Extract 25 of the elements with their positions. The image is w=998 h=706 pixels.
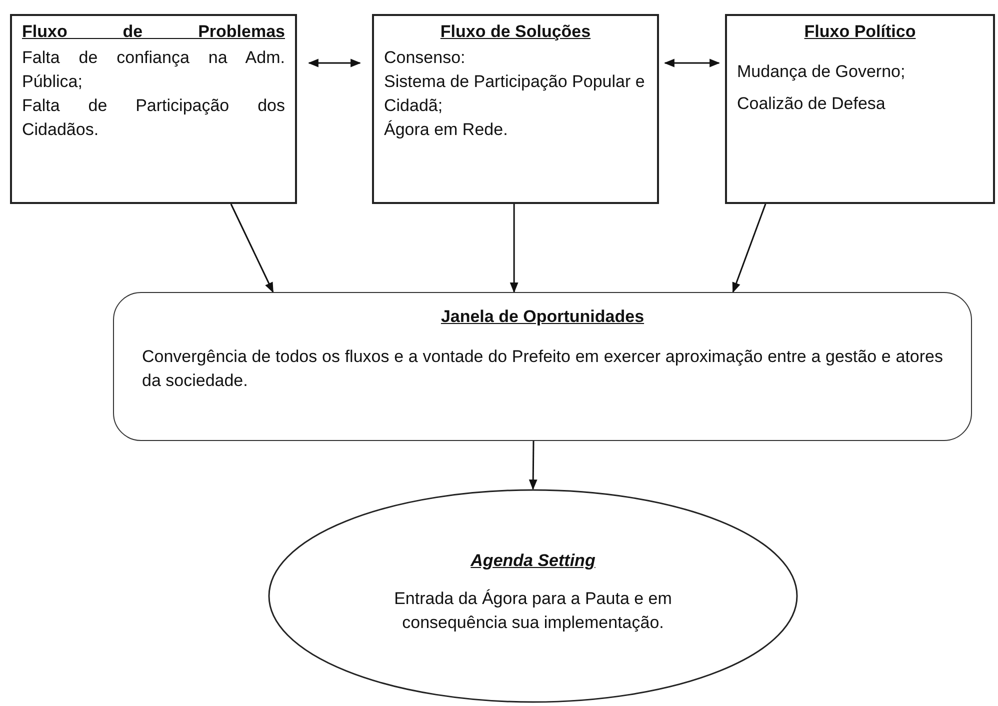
agenda-heading: Agenda Setting xyxy=(470,551,596,571)
political-stream-heading: Fluxo Político xyxy=(803,22,917,42)
arrow xyxy=(732,204,766,293)
problem-item: Falta de confiança na Adm. Pública; xyxy=(22,47,285,93)
solution-item: Ágora em Rede. xyxy=(384,119,509,141)
solution-item: Sistema de Participação Popular e Cidadã; xyxy=(384,71,646,117)
arrow xyxy=(230,204,274,293)
process-box xyxy=(10,14,297,204)
outcome-ellipse xyxy=(268,489,798,703)
problem-item: Falta de Participação dos Cidadãos. xyxy=(22,95,285,141)
arrow xyxy=(664,58,720,68)
rounded-process-box xyxy=(113,292,972,441)
window-description: Convergência de todos os fluxos e a vontade do Prefeito em exercer aproximação entre a gestão e atores da sociedade. xyxy=(142,346,943,392)
arrow xyxy=(308,58,362,68)
arrow xyxy=(528,441,538,490)
problem-stream-heading: Fluxo de Problemas xyxy=(22,22,285,42)
window-heading: Janela de Oportunidades xyxy=(440,307,646,327)
arrow xyxy=(510,204,518,294)
process-box xyxy=(372,14,659,204)
political-item: Mudança de Governo; xyxy=(737,61,906,83)
agenda-description: Entrada da Ágora para a Pauta e em consequência sua implementação. xyxy=(393,588,673,634)
process-box xyxy=(725,14,995,204)
solution-item: Consenso: xyxy=(384,47,466,69)
solution-stream-heading: Fluxo de Soluções xyxy=(439,22,592,42)
political-item: Coalizão de Defesa xyxy=(737,93,886,115)
